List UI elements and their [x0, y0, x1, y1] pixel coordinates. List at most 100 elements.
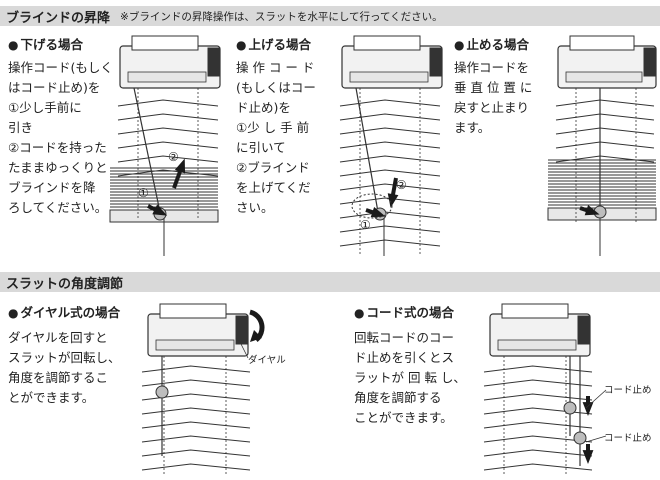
slat — [555, 141, 655, 149]
text-line: さい。 — [236, 200, 274, 215]
arrow-head-icon — [387, 193, 399, 208]
text-line: ド止めを引くとス — [354, 350, 455, 365]
slat — [141, 435, 251, 443]
callout-leader — [585, 435, 607, 443]
text-stop: 操作コードを垂 直 位 置 に戻すと止まります。 — [454, 58, 532, 138]
bullet-icon: ● — [354, 306, 365, 320]
section-title: スラットの角度調節 — [6, 276, 124, 292]
section-note: ※ブラインドの昇降操作は、スラットを水平にして行ってください。 — [120, 10, 443, 23]
text-line: 操 作 コ ー ド — [236, 60, 315, 75]
arrow-head-icon — [582, 402, 594, 416]
text-line: ラットが 回 転 し、 — [354, 370, 466, 385]
heading-lower: ●下げる場合 — [8, 37, 83, 52]
slat — [117, 155, 219, 163]
callout-dial: ダイヤル — [248, 355, 286, 366]
arrow-head-icon — [584, 205, 600, 216]
marker-two: ② — [168, 150, 179, 164]
slat — [339, 211, 441, 219]
text-line: ことができます。 — [354, 410, 453, 425]
headrail-face — [127, 71, 207, 83]
bullet-icon: ● — [8, 306, 19, 320]
illustration-raise — [339, 35, 443, 256]
callout-leader — [585, 389, 607, 409]
end-cap — [207, 47, 221, 77]
text-line: 回転コードのコー — [354, 330, 455, 345]
motion-guide — [351, 193, 393, 219]
bullet-icon: ● — [8, 38, 19, 52]
slat — [339, 99, 441, 107]
text-line: 操作コード(もしく — [8, 60, 113, 75]
slat — [555, 127, 655, 135]
cord-stop-icon — [155, 385, 169, 399]
text-line: (もしくはコー — [236, 80, 316, 95]
section-header-raise-lower: ブラインドの昇降 ※ブラインドの昇降操作は、スラットを水平にして行ってください。 — [0, 6, 660, 26]
slat — [141, 379, 251, 387]
text-dial: ダイヤルを回すとスラットが回転し、角度を調節することができます。 — [8, 328, 121, 408]
arrow-head-icon — [370, 207, 386, 218]
slat — [339, 197, 441, 205]
text-line: 操作コードを — [454, 60, 530, 75]
text-line: ②ブラインド — [236, 160, 310, 175]
slat — [141, 449, 251, 457]
text-line: ダイヤルを回すと — [8, 330, 108, 345]
text-line: ①少 し 手 前 — [236, 120, 310, 135]
text-line: 角度を調節する — [354, 390, 442, 405]
heading-cord: ●コード式の場合 — [354, 305, 454, 320]
section-header-angle: スラットの角度調節 — [0, 272, 660, 292]
slat — [483, 435, 593, 443]
text-line: 垂 直 位 置 に — [454, 80, 533, 95]
callout-cord-stop-top: コード止め — [604, 385, 652, 396]
slat — [483, 379, 593, 387]
callout-leader — [239, 341, 249, 359]
illustration-cord — [483, 303, 607, 476]
slat — [555, 113, 655, 121]
slat — [339, 239, 441, 247]
text-line: はコード止め)を — [8, 80, 101, 95]
headrail-face — [565, 71, 643, 83]
section-title: ブラインドの昇降 — [6, 10, 111, 26]
arrow-head-icon — [152, 204, 168, 216]
arrow-head-icon — [174, 158, 186, 174]
text-raise: 操 作 コ ー ド (もしくはコード止め)を ①少 し 手 前に引いて ②ブラインドを… — [236, 58, 316, 218]
text-line: ①少し手前に — [8, 100, 82, 115]
bullet-icon: ● — [236, 38, 247, 52]
text-line: ド止め)を — [236, 100, 291, 115]
bullet-icon: ● — [454, 38, 465, 52]
slat — [339, 225, 441, 233]
illustration-lower — [109, 35, 221, 256]
text-line: ろしてください。 — [8, 200, 108, 215]
slat — [339, 183, 441, 191]
slat — [141, 463, 251, 471]
cord-stop-icon — [573, 431, 587, 445]
text-line: を上げてくだ — [236, 180, 311, 195]
slat — [117, 99, 219, 107]
marker-two: ② — [396, 178, 407, 192]
slat — [483, 365, 593, 373]
heading-stop: ●止める場合 — [454, 37, 529, 52]
bracket — [131, 35, 199, 51]
illustration-stop — [547, 35, 657, 256]
operation-cord — [133, 87, 161, 213]
slat — [339, 141, 441, 149]
headrail-face — [155, 339, 235, 351]
bracket — [159, 303, 227, 319]
text-line: 引き — [8, 120, 34, 135]
callout-cord-stop-bottom: コード止め — [604, 433, 652, 444]
bracket — [353, 35, 421, 51]
text-line: 戻すと止まり — [454, 100, 530, 115]
text-line: ②コードを持った — [8, 140, 107, 155]
text-line: スラットが回転し、 — [8, 350, 121, 365]
slat — [141, 393, 251, 401]
text-line: とができます。 — [8, 390, 95, 405]
slat — [117, 127, 219, 135]
marker-one: ① — [360, 218, 371, 232]
end-cap — [235, 315, 249, 345]
heading-raise: ●上げる場合 — [236, 37, 311, 52]
text-line: ブラインドを降 — [8, 180, 96, 195]
slat — [339, 169, 441, 177]
cord-stop-icon — [563, 401, 577, 415]
slat — [117, 141, 219, 149]
text-line: に引いて — [236, 140, 286, 155]
slat — [555, 155, 655, 163]
end-cap — [577, 315, 591, 345]
